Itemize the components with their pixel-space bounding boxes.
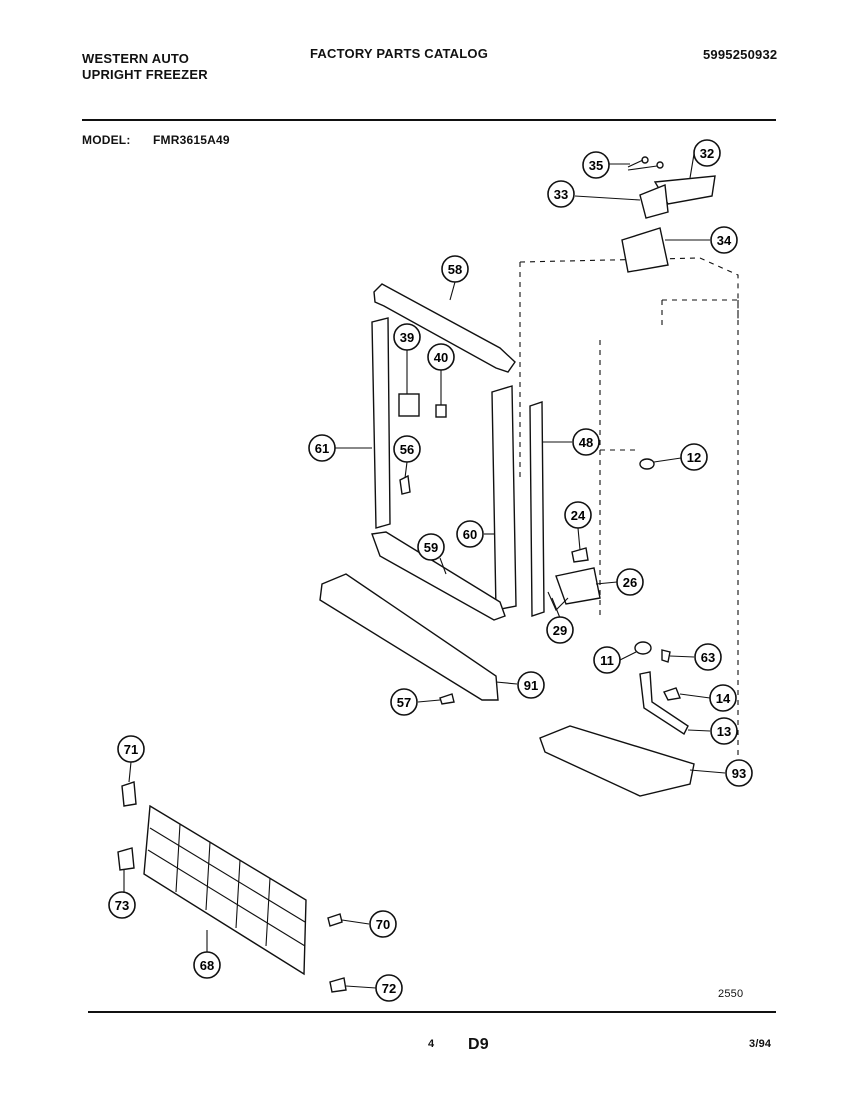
callout-71: 71 [117,735,145,763]
cabinet-outline [519,257,739,760]
brand-line-1: WESTERN AUTO [82,51,190,66]
callout-label-93: 93 [732,766,746,781]
drain-tube-13 [639,671,689,736]
callout-58: 58 [441,255,469,283]
callout-label-11: 11 [600,653,614,668]
part-70 [327,913,343,927]
callout-label-12: 12 [687,450,701,465]
callout-60: 60 [456,520,484,548]
callout-59: 59 [417,533,445,561]
callout-label-70: 70 [376,917,390,932]
part-12 [639,458,655,470]
kickplate-91 [319,573,499,701]
footer-date: 3/94 [749,1038,772,1050]
callout-56: 56 [393,435,421,463]
right-gasket-60 [491,385,517,611]
bottom-gasket-59 [371,531,506,621]
drain-pan-93 [539,725,695,797]
model-value: FMR3615A49 [153,133,230,147]
callout-70: 70 [369,910,397,938]
callout-label-68: 68 [200,958,214,973]
callout-label-60: 60 [463,527,477,542]
callout-72: 72 [375,974,403,1002]
callout-14: 14 [709,684,737,712]
top-hinge-assembly [621,156,716,273]
callout-label-40: 40 [434,350,448,365]
callout-label-13: 13 [717,724,731,739]
callout-label-59: 59 [424,540,438,555]
callout-11: 11 [593,646,621,674]
callout-29: 29 [546,616,574,644]
callout-61: 61 [308,434,336,462]
left-gasket-61 [371,317,391,529]
callout-label-58: 58 [448,262,462,277]
callout-label-32: 32 [700,146,714,161]
clip-73 [117,847,135,871]
callout-label-71: 71 [124,742,138,757]
callout-label-56: 56 [400,442,414,457]
footer-page-code: D9 [468,1036,489,1053]
callout-91: 91 [517,671,545,699]
callout-35: 35 [582,151,610,179]
callout-13: 13 [710,717,738,745]
brand-line-2: UPRIGHT FREEZER [82,67,208,82]
part-72 [329,977,347,993]
callout-68: 68 [193,951,221,979]
knob-11 [634,641,652,655]
callout-label-33: 33 [554,187,568,202]
top-gasket-58 [373,283,516,373]
callout-label-72: 72 [382,981,396,996]
callout-34: 34 [710,226,738,254]
callout-24: 24 [564,501,592,529]
part-24 [571,547,589,563]
callout-label-39: 39 [400,330,414,345]
footer-page-left: 4 [428,1038,435,1050]
callout-label-24: 24 [571,508,586,523]
callout-label-91: 91 [524,678,538,693]
header-rule [82,119,776,121]
callout-33: 33 [547,180,575,208]
part-63 [661,649,671,663]
callout-57: 57 [390,688,418,716]
callout-label-29: 29 [553,623,567,638]
callout-73: 73 [108,891,136,919]
catalog-title: FACTORY PARTS CATALOG [310,46,489,61]
clip-71 [121,781,137,807]
callout-48: 48 [572,428,600,456]
bracket-26 [555,567,601,605]
clip-14 [663,687,681,701]
drawing-number: 2550 [718,988,744,1000]
model-label: MODEL: [82,133,131,147]
callout-label-48: 48 [579,435,593,450]
leader-lines [123,153,726,989]
strip-48 [529,401,545,617]
callout-label-57: 57 [397,695,411,710]
callout-label-73: 73 [115,898,129,913]
callout-label-14: 14 [716,691,731,706]
part-40 [435,404,447,418]
footer-rule [88,1011,776,1013]
catalog-number: 5995250932 [703,47,778,62]
callout-12: 12 [680,443,708,471]
callout-label-63: 63 [701,650,715,665]
screw-57 [439,693,455,705]
callout-label-61: 61 [315,441,329,456]
callout-26: 26 [616,568,644,596]
callout-63: 63 [694,643,722,671]
part-56 [399,474,411,495]
callout-40: 40 [427,343,455,371]
part-39 [398,393,420,417]
wire-shelf-68 [143,804,307,976]
callout-label-26: 26 [623,575,637,590]
callout-93: 93 [725,759,753,787]
callout-32: 32 [693,139,721,167]
callout-label-34: 34 [717,233,732,248]
callout-39: 39 [393,323,421,351]
callout-label-35: 35 [589,158,603,173]
